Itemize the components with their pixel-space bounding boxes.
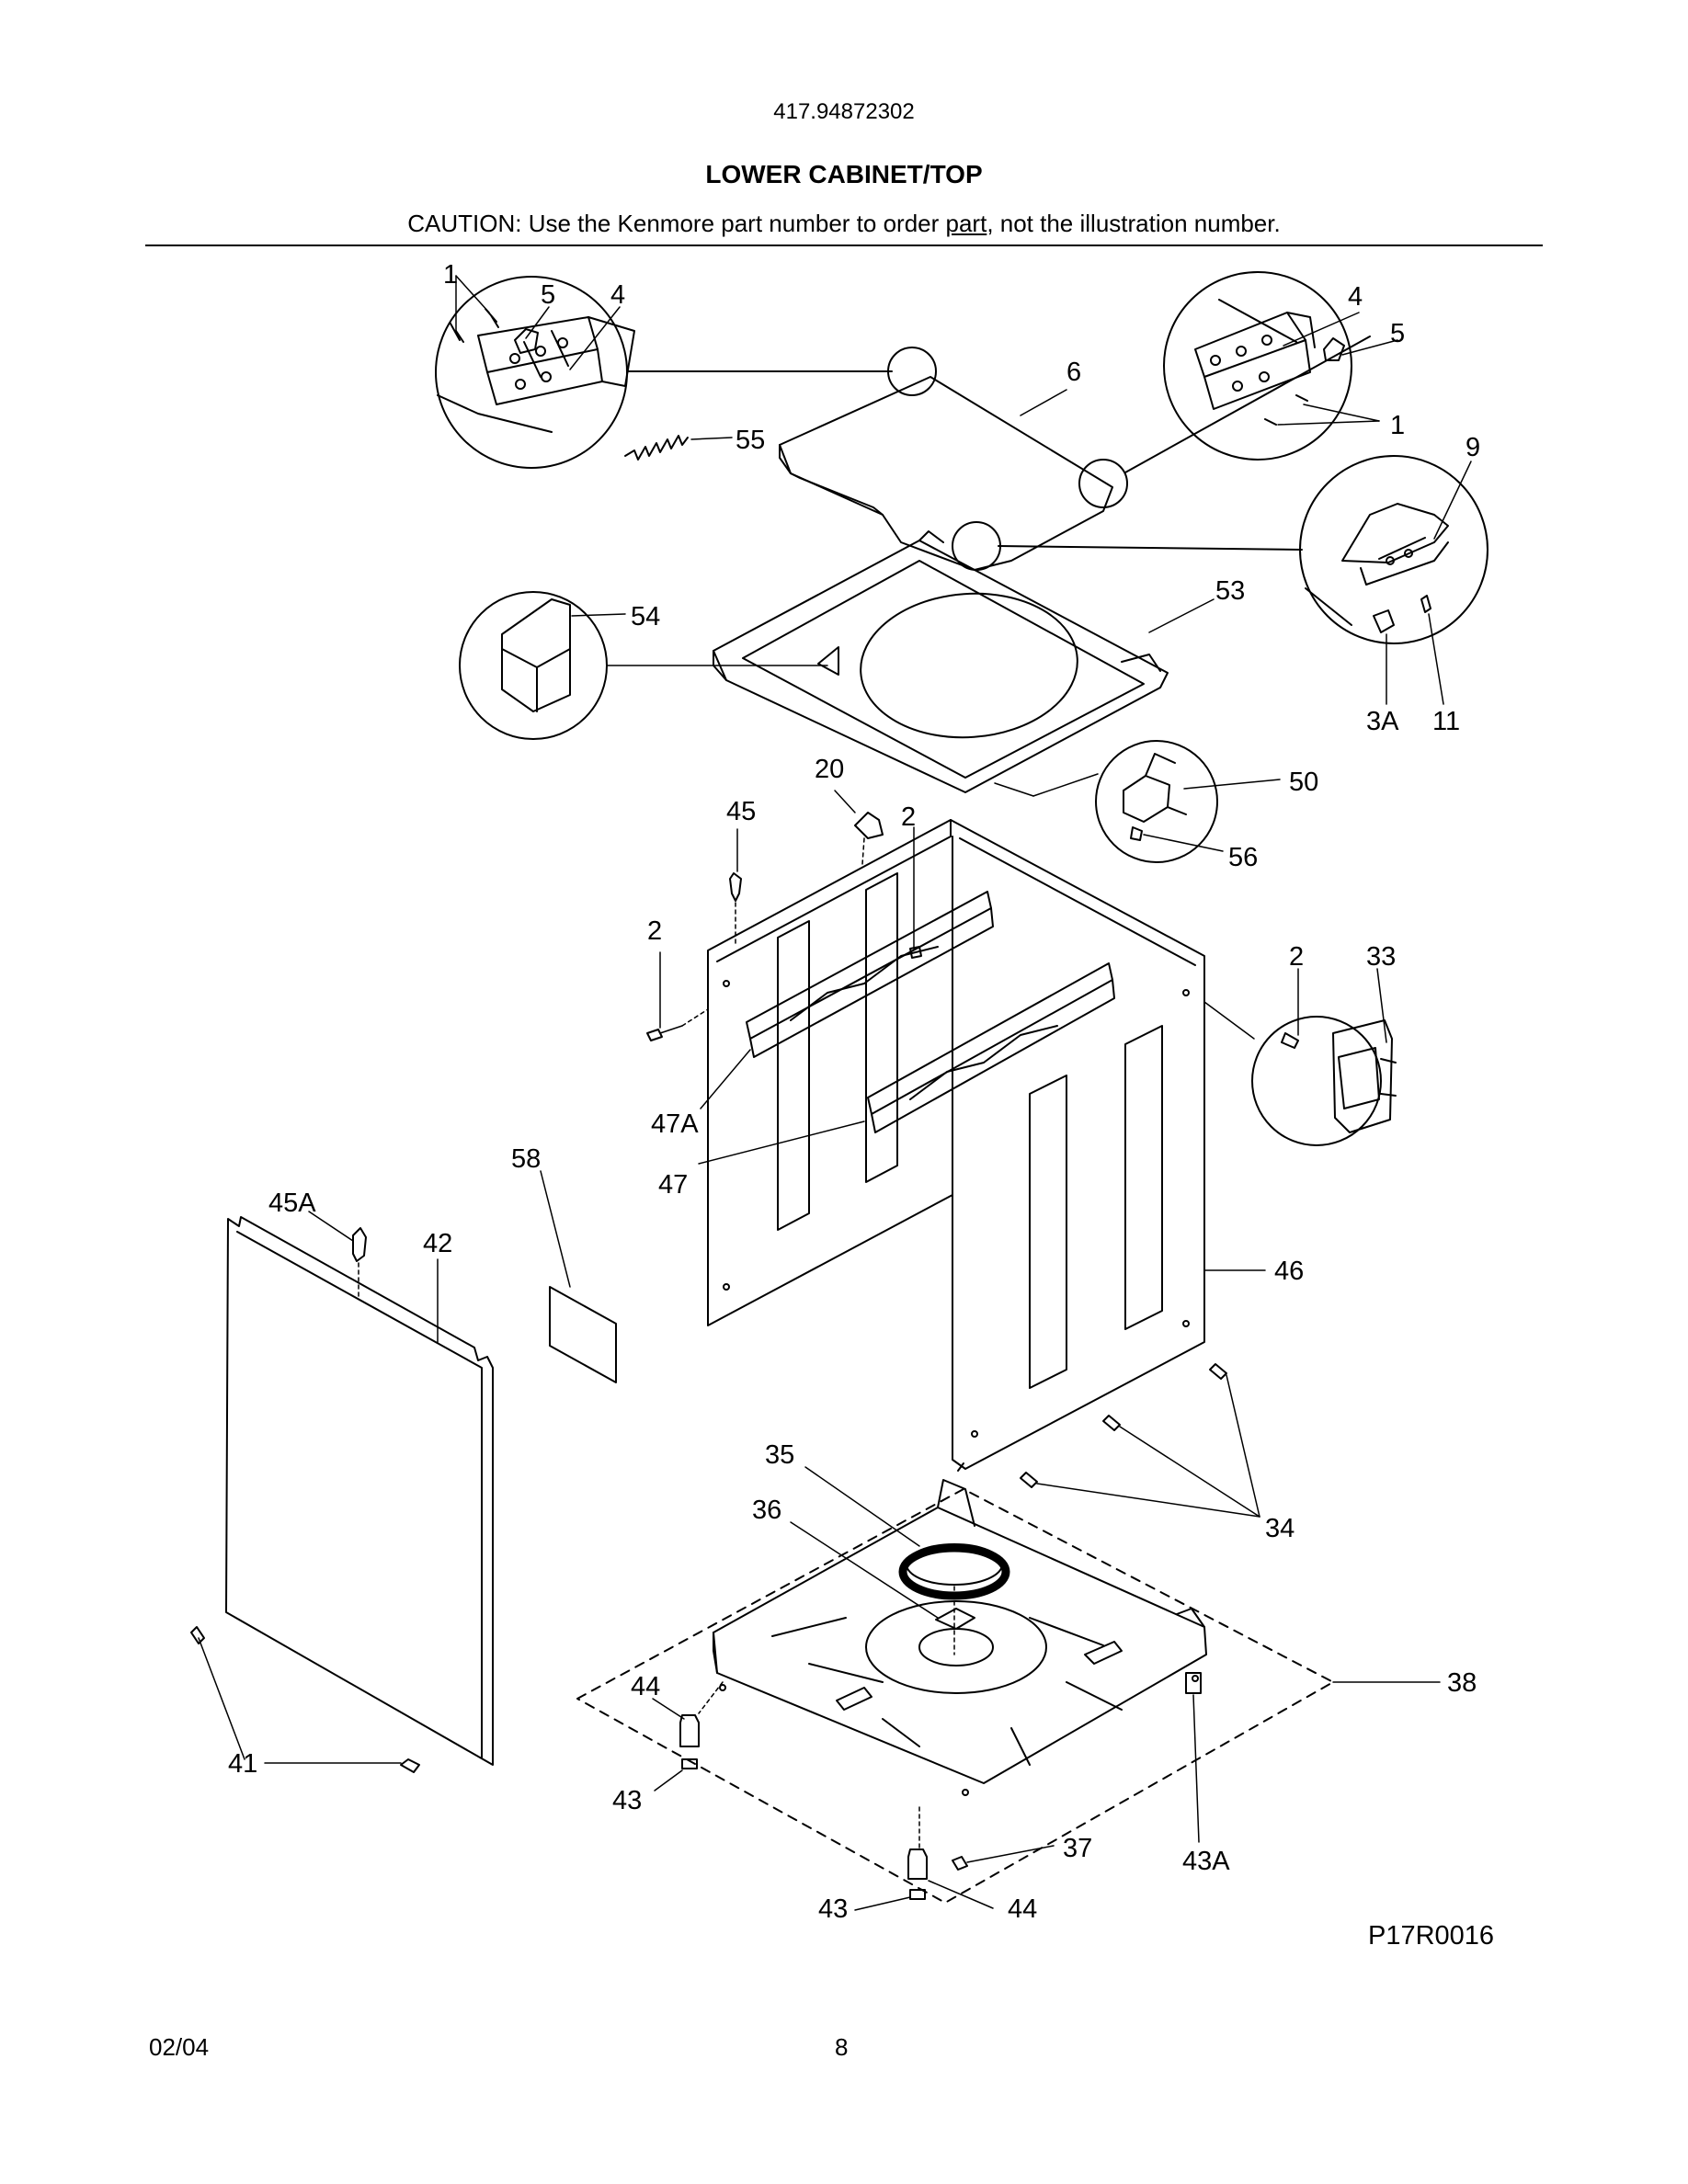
callout-37: 37 bbox=[1063, 1834, 1092, 1863]
wiring-label bbox=[549, 1286, 617, 1383]
callout-42: 42 bbox=[423, 1229, 452, 1258]
callout-5: 5 bbox=[541, 280, 555, 310]
callout-1: 1 bbox=[443, 260, 458, 290]
callout-43-lower: 43 bbox=[818, 1894, 848, 1924]
callout-47a: 47A bbox=[651, 1109, 699, 1139]
top-clip bbox=[854, 812, 884, 839]
callout-38: 38 bbox=[1447, 1668, 1477, 1698]
callout-11: 11 bbox=[1432, 707, 1460, 736]
callout-43a: 43A bbox=[1182, 1847, 1230, 1876]
callout-4: 4 bbox=[610, 280, 625, 310]
callout-44-lower: 44 bbox=[1008, 1894, 1037, 1924]
callout-20: 20 bbox=[815, 755, 844, 784]
cabinet-brace-lower bbox=[867, 962, 1115, 1133]
diagram-reference-code: P17R0016 bbox=[1368, 1921, 1495, 1951]
callout-47: 47 bbox=[658, 1170, 688, 1200]
tub-seal bbox=[898, 1543, 1010, 1655]
callout-45: 45 bbox=[726, 797, 756, 826]
front-panel bbox=[225, 1216, 494, 1766]
model-number: 417.94872302 bbox=[773, 99, 915, 124]
lid-hinge-detail bbox=[1299, 455, 1488, 644]
caution-note: CAUTION: Use the Kenmore part number to … bbox=[0, 210, 1688, 238]
leveling-leg-right bbox=[907, 1848, 928, 1900]
cabinet-body bbox=[707, 819, 1205, 1472]
page-number: 8 bbox=[835, 2033, 849, 2061]
tub-pad bbox=[935, 1608, 975, 1630]
hinge-detail-right bbox=[1163, 271, 1352, 461]
callout-54: 54 bbox=[631, 602, 660, 631]
callout-46: 46 bbox=[1274, 1257, 1304, 1286]
callout-58: 58 bbox=[511, 1144, 541, 1174]
callout-53: 53 bbox=[1215, 576, 1245, 606]
callout-3a: 3A bbox=[1366, 707, 1399, 736]
footer-date: 02/04 bbox=[149, 2033, 210, 2061]
lid bbox=[779, 376, 1113, 571]
caution-text-underlined: part bbox=[945, 210, 987, 237]
callout-labels: 1 5 4 55 6 4 5 1 9 53 54 3A 11 20 45 2 5… bbox=[228, 260, 1480, 1924]
callout-2-right: 2 bbox=[1289, 942, 1304, 972]
callout-45a: 45A bbox=[268, 1189, 316, 1218]
callout-6: 6 bbox=[1066, 358, 1081, 387]
section-title: LOWER CABINET/TOP bbox=[705, 160, 983, 188]
caution-text-prefix: CAUTION: Use the Kenmore part number to … bbox=[407, 210, 946, 237]
leveling-leg-left bbox=[679, 1714, 700, 1769]
callout-4-right: 4 bbox=[1348, 282, 1363, 312]
callout-43: 43 bbox=[612, 1786, 642, 1815]
caution-text-suffix: , not the illustration number. bbox=[987, 210, 1281, 237]
callout-34: 34 bbox=[1265, 1514, 1295, 1543]
lid-spring bbox=[624, 435, 689, 461]
callout-2-left: 2 bbox=[647, 916, 662, 946]
cabinet-top bbox=[713, 530, 1169, 793]
callout-36: 36 bbox=[752, 1496, 781, 1525]
callout-56: 56 bbox=[1228, 843, 1258, 872]
callout-44: 44 bbox=[631, 1672, 660, 1701]
bumper-detail bbox=[459, 591, 608, 740]
header-divider bbox=[145, 245, 1543, 246]
callout-5-right: 5 bbox=[1390, 319, 1405, 348]
callout-35: 35 bbox=[765, 1440, 794, 1470]
callout-2-top: 2 bbox=[901, 802, 916, 832]
foot-pad-43a bbox=[1185, 1672, 1202, 1694]
clip-45a bbox=[352, 1227, 367, 1262]
callout-50: 50 bbox=[1289, 768, 1318, 797]
control-bracket-detail bbox=[1251, 1016, 1397, 1146]
callout-9: 9 bbox=[1466, 433, 1480, 462]
wire-clip-45 bbox=[729, 872, 742, 902]
callout-55: 55 bbox=[736, 426, 765, 455]
callout-1-right: 1 bbox=[1390, 411, 1405, 440]
cabinet-brace-upper bbox=[746, 891, 994, 1058]
callout-33: 33 bbox=[1366, 942, 1396, 972]
lid-switch-detail bbox=[1095, 740, 1218, 863]
base-frame bbox=[576, 1479, 1334, 1904]
hinge-detail-left bbox=[435, 276, 635, 469]
callout-41: 41 bbox=[228, 1749, 257, 1779]
